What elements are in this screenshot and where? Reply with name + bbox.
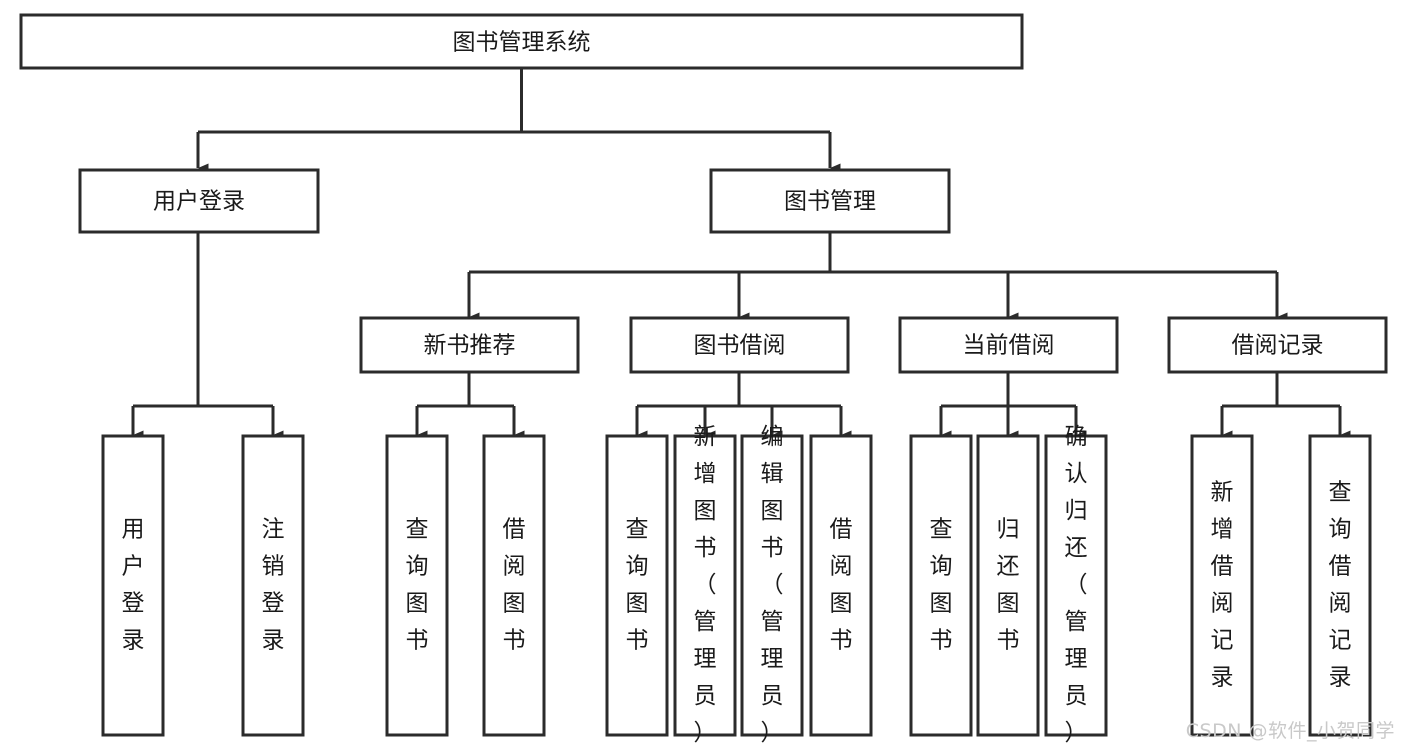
leaf-book-borrow-1-label: 查询图书 — [626, 517, 649, 654]
leaf-book-borrow-2-box[interactable] — [673, 434, 737, 737]
leaf-current-borrow-1-box[interactable] — [909, 434, 973, 737]
leaf-borrow-record-2-label: 查询借阅记录 — [1329, 480, 1352, 691]
leaf-user-login-1-box[interactable] — [101, 434, 165, 737]
leaf-book-borrow-4[interactable]: 借阅图书 — [809, 434, 873, 737]
node-book-manage-label: 图书管理 — [784, 189, 876, 215]
node-root-label: 图书管理系统 — [453, 30, 591, 56]
node-new-book-recommend[interactable]: 新书推荐 — [359, 316, 580, 374]
leaf-book-borrow-1[interactable]: 查询图书 — [605, 434, 669, 737]
leaf-new-book-2-box[interactable] — [482, 434, 546, 737]
leaf-book-borrow-4-box[interactable] — [809, 434, 873, 737]
node-book-borrow-box[interactable] — [629, 316, 850, 374]
leaf-current-borrow-2-box[interactable] — [976, 434, 1040, 737]
node-root-box[interactable] — [19, 13, 1024, 70]
node-book-manage-box[interactable] — [709, 168, 951, 234]
connectors-layer — [131, 68, 1351, 440]
leaf-book-borrow-3-label: 编辑图书（管理员） — [761, 424, 784, 746]
node-book-borrow[interactable]: 图书借阅 — [629, 316, 850, 374]
leaf-new-book-1[interactable]: 查询图书 — [385, 434, 449, 737]
leaf-book-borrow-2[interactable]: 新增图书（管理员） — [673, 424, 737, 746]
node-borrow-record[interactable]: 借阅记录 — [1167, 316, 1388, 374]
node-book-borrow-label: 图书借阅 — [694, 333, 786, 359]
node-new-book-recommend-label: 新书推荐 — [424, 333, 516, 359]
node-root[interactable]: 图书管理系统 — [19, 13, 1024, 70]
leaf-book-borrow-4-label: 借阅图书 — [830, 517, 853, 654]
node-borrow-record-box[interactable] — [1167, 316, 1388, 374]
node-user-login-box[interactable] — [78, 168, 320, 234]
leaf-book-borrow-2-label: 新增图书（管理员） — [694, 424, 717, 746]
leaf-current-borrow-2[interactable]: 归还图书 — [976, 434, 1040, 737]
node-current-borrow-box[interactable] — [898, 316, 1119, 374]
leaf-new-book-1-box[interactable] — [385, 434, 449, 737]
leaf-book-borrow-3[interactable]: 编辑图书（管理员） — [740, 424, 804, 746]
leaf-user-login-2-label: 注销登录 — [262, 517, 285, 654]
leaf-new-book-2[interactable]: 借阅图书 — [482, 434, 546, 737]
leaf-book-borrow-1-box[interactable] — [605, 434, 669, 737]
leaf-borrow-record-1-label: 新增借阅记录 — [1211, 480, 1234, 691]
node-current-borrow-label: 当前借阅 — [963, 333, 1055, 359]
leaf-current-borrow-1[interactable]: 查询图书 — [909, 434, 973, 737]
leaf-nodes-layer: 用户登录 注销登录 查询图书 借阅图书 查询图书 新增图书 — [101, 424, 1372, 746]
leaf-current-borrow-1-label: 查询图书 — [930, 517, 953, 654]
leaf-current-borrow-3-box[interactable] — [1044, 434, 1108, 737]
node-book-manage[interactable]: 图书管理 — [709, 168, 951, 234]
leaf-borrow-record-1[interactable]: 新增借阅记录 — [1190, 434, 1254, 737]
node-user-login-label: 用户登录 — [153, 189, 245, 215]
leaf-current-borrow-2-label: 归还图书 — [997, 517, 1020, 654]
leaf-current-borrow-3-label: 确认归还（管理员） — [1065, 424, 1088, 746]
leaf-borrow-record-1-box[interactable] — [1190, 434, 1254, 737]
leaf-book-borrow-3-box[interactable] — [740, 434, 804, 737]
leaf-borrow-record-2[interactable]: 查询借阅记录 — [1308, 434, 1372, 737]
leaf-user-login-2[interactable]: 注销登录 — [241, 434, 305, 737]
node-borrow-record-label: 借阅记录 — [1232, 333, 1324, 359]
leaf-current-borrow-3[interactable]: 确认归还（管理员） — [1044, 424, 1108, 746]
node-user-login[interactable]: 用户登录 — [78, 168, 320, 234]
leaf-user-login-1-label: 用户登录 — [122, 517, 145, 654]
node-current-borrow[interactable]: 当前借阅 — [898, 316, 1119, 374]
leaf-borrow-record-2-box[interactable] — [1308, 434, 1372, 737]
leaf-new-book-1-label: 查询图书 — [406, 517, 429, 654]
leaf-user-login-2-box[interactable] — [241, 434, 305, 737]
leaf-user-login-1[interactable]: 用户登录 — [101, 434, 165, 737]
csdn-watermark: CSDN @软件_小贺同学 — [1185, 720, 1395, 742]
leaf-new-book-2-label: 借阅图书 — [503, 517, 526, 654]
node-new-book-recommend-box[interactable] — [359, 316, 580, 374]
